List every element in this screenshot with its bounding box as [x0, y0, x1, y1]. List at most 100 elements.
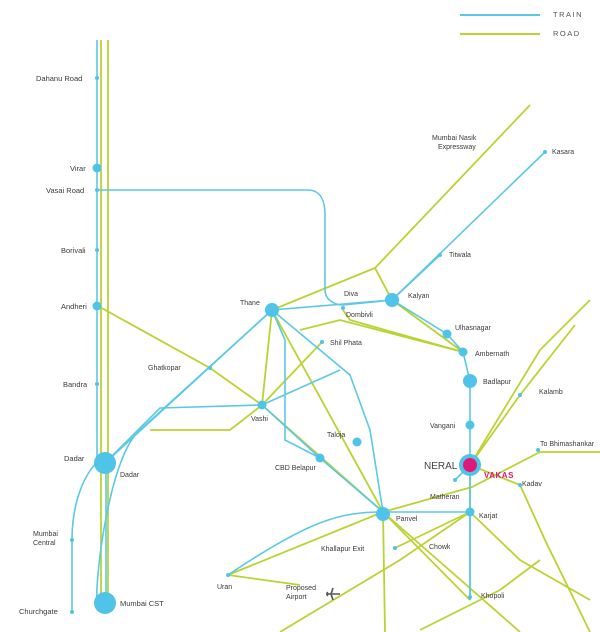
label-khopoli: Khopoli: [481, 593, 505, 600]
harbour-line-track: [105, 404, 384, 513]
mumbai-nasik-expressway-road: [271, 104, 531, 311]
station-dot-andheri: [92, 301, 102, 311]
label-taloja: Taloja: [327, 432, 345, 439]
train-network: [71, 40, 546, 612]
label-cbd-belapur: CBD Belapur: [275, 465, 317, 472]
station-markers: [70, 76, 547, 614]
label-bandra: Bandra: [63, 380, 88, 389]
label-proposed-airport: Proposed Airport: [286, 585, 318, 601]
airplane-icon: [326, 587, 340, 601]
label-badlapur: Badlapur: [483, 379, 512, 386]
station-dot-thane: [265, 303, 279, 317]
label-kalamb: Kalamb: [539, 389, 563, 396]
uran-road: [227, 574, 301, 586]
label-vangani: Vangani: [430, 423, 456, 430]
station-dot-chowk: [393, 546, 397, 550]
label-dadar-west: Dadar: [64, 454, 85, 463]
label-chowk: Chowk: [429, 544, 451, 551]
label-vashi: Vashi: [251, 416, 268, 423]
label-dahanu-road: Dahanu Road: [36, 74, 82, 83]
station-dot-kalamb: [518, 393, 522, 397]
station-dot-taloja: [352, 437, 362, 447]
chowk-road: [394, 511, 471, 549]
label-mumbai-central-line1: Mumbai: [33, 531, 58, 538]
panvel-khopoli-road: [382, 511, 471, 601]
thane-belapur-track: [271, 309, 321, 459]
station-dot-titwala: [438, 253, 442, 257]
legend-road-label: ROAD: [553, 29, 581, 38]
label-uran: Uran: [217, 584, 232, 591]
karjat-south-road: [469, 511, 591, 601]
label-shil-phata: Shil Phata: [330, 340, 362, 347]
label-borivali: Borivali: [61, 246, 86, 255]
label-ulhasnagar: Ulhasnagar: [455, 325, 491, 332]
vasai-diva-track: [97, 189, 393, 306]
station-dot-virar: [92, 163, 102, 173]
station-dot-kasara: [543, 150, 547, 154]
legend-train-label: TRAIN: [553, 10, 583, 19]
station-dot-ghatkopar: [208, 366, 212, 370]
western-line-track: [71, 40, 98, 612]
thane-panvel-road: [271, 309, 384, 513]
label-mumbai-central-line2: Central: [33, 540, 56, 547]
station-dot-dombivli: [341, 306, 345, 310]
station-dot-matheran: [453, 478, 457, 482]
station-dot-panvel: [376, 507, 390, 521]
panvel-uran-track: [227, 511, 384, 576]
label-kadav: Kadav: [522, 481, 542, 488]
station-dot-mumbai-cst: [94, 592, 116, 614]
label-thane: Thane: [240, 300, 260, 307]
station-dot-kadav: [518, 483, 522, 487]
panvel-se-road: [382, 511, 521, 632]
station-dot-vashi: [257, 400, 267, 410]
vakas-location-marker: [463, 458, 477, 472]
mumbai-pune-expressway-road: [227, 451, 600, 576]
station-dot-kalyan: [385, 293, 399, 307]
thane-panvel-track: [271, 309, 384, 513]
station-dot-ambernath: [458, 347, 468, 357]
label-khallapur-exit: Khallapur Exit: [321, 546, 364, 553]
khopoli-road: [419, 559, 541, 631]
label-kalyan: Kalyan: [408, 293, 430, 300]
label-mumbai-nasik-expressway: Mumbai Nasik Expressway: [432, 135, 478, 151]
station-dot-borivali: [95, 248, 99, 252]
label-dombivli: Dombivli: [346, 312, 373, 319]
label-andheri: Andheri: [61, 302, 87, 311]
label-mumbai-cst: Mumbai CST: [120, 599, 164, 608]
legend: TRAIN ROAD: [460, 10, 583, 38]
station-dot-vasai-road: [95, 188, 99, 192]
thane-vashi-track: [96, 309, 273, 603]
label-vasai-road: Vasai Road: [46, 186, 84, 195]
label-mumbai-nasik-expressway-line2: Expressway: [438, 144, 476, 151]
andheri-ghatkopar-road: [97, 305, 263, 406]
station-dot-khopoli: [468, 595, 472, 599]
label-panvel: Panvel: [396, 516, 418, 523]
panvel-south-road: [382, 511, 386, 632]
neral-label: NERAL: [424, 461, 458, 472]
neral-kalamb-road-2: [469, 299, 591, 466]
station-dot-churchgate: [70, 610, 74, 614]
kalyan-ambernath-road: [391, 299, 464, 353]
vakas-label: VAKAS: [484, 471, 514, 480]
label-proposed-airport-line1: Proposed: [286, 585, 316, 592]
label-proposed-airport-line2: Airport: [286, 594, 307, 601]
label-ambernath: Ambernath: [475, 351, 509, 358]
station-dot-karjat: [465, 507, 475, 517]
label-mumbai-nasik-expressway-line1: Mumbai Nasik: [432, 135, 477, 142]
label-kasara: Kasara: [552, 149, 574, 156]
shilphata-road: [299, 319, 464, 353]
label-churchgate: Churchgate: [19, 607, 58, 616]
station-dot-badlapur: [463, 374, 477, 388]
station-dot-dahanu-road: [95, 76, 99, 80]
station-dot-ulhasnagar: [442, 329, 452, 339]
label-matheran: Matheran: [430, 494, 460, 501]
central-line-track: [105, 299, 471, 602]
label-virar: Virar: [70, 164, 86, 173]
vashi-shilphata-road: [261, 341, 323, 406]
titwala-track: [391, 254, 441, 301]
station-dot-uran: [226, 573, 230, 577]
thane-vashi-road: [261, 309, 273, 406]
label-to-bhimashankar: To Bhimashankar: [540, 441, 595, 448]
label-titwala: Titwala: [449, 252, 471, 259]
station-dot-bandra: [95, 382, 99, 386]
